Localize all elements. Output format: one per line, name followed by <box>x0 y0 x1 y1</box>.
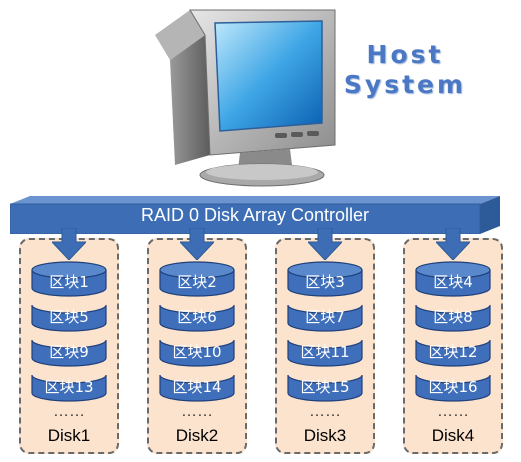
computer-icon <box>155 9 336 187</box>
host-label-line2: System <box>343 70 467 99</box>
host-system-label: Host System <box>340 40 470 100</box>
block-label: 区块16 <box>428 378 478 396</box>
more-blocks-ellipsis: …… <box>309 403 341 420</box>
block-label: 区块3 <box>305 273 345 291</box>
block-label: 区块4 <box>433 273 473 291</box>
disk-stack-icon <box>159 261 235 402</box>
disk-stack-icon <box>415 261 491 402</box>
block-label: 区块13 <box>44 378 94 396</box>
down-arrow-icon <box>52 228 86 260</box>
disk-stack-icon <box>287 261 363 402</box>
block-label: 区块2 <box>177 273 217 291</box>
host-label-line1: Host <box>366 40 444 69</box>
down-arrow-icon <box>308 228 342 260</box>
down-arrow-icon <box>436 228 470 260</box>
block-label: 区块10 <box>172 343 222 361</box>
more-blocks-ellipsis: …… <box>437 403 469 420</box>
disk-stack-icon <box>31 261 107 402</box>
block-label: 区块8 <box>433 308 473 326</box>
block-label: 区块15 <box>300 378 350 396</box>
block-label: 区块6 <box>177 308 217 326</box>
raid-controller-label: RAID 0 Disk Array Controller <box>140 205 370 225</box>
block-label: 区块14 <box>172 378 222 396</box>
block-label: 区块7 <box>305 308 345 326</box>
disk-name-label: Disk4 <box>431 426 475 445</box>
disk-name-label: Disk1 <box>47 426 91 445</box>
down-arrow-icon <box>180 228 214 260</box>
more-blocks-ellipsis: …… <box>53 403 85 420</box>
block-label: 区块12 <box>428 343 478 361</box>
disk-name-label: Disk2 <box>175 426 219 445</box>
block-label: 区块5 <box>49 308 89 326</box>
raid-controller-bar <box>10 196 500 234</box>
more-blocks-ellipsis: …… <box>181 403 213 420</box>
block-label: 区块9 <box>49 343 89 361</box>
disk-name-label: Disk3 <box>303 426 347 445</box>
block-label: 区块1 <box>49 273 89 291</box>
block-label: 区块11 <box>300 343 350 361</box>
